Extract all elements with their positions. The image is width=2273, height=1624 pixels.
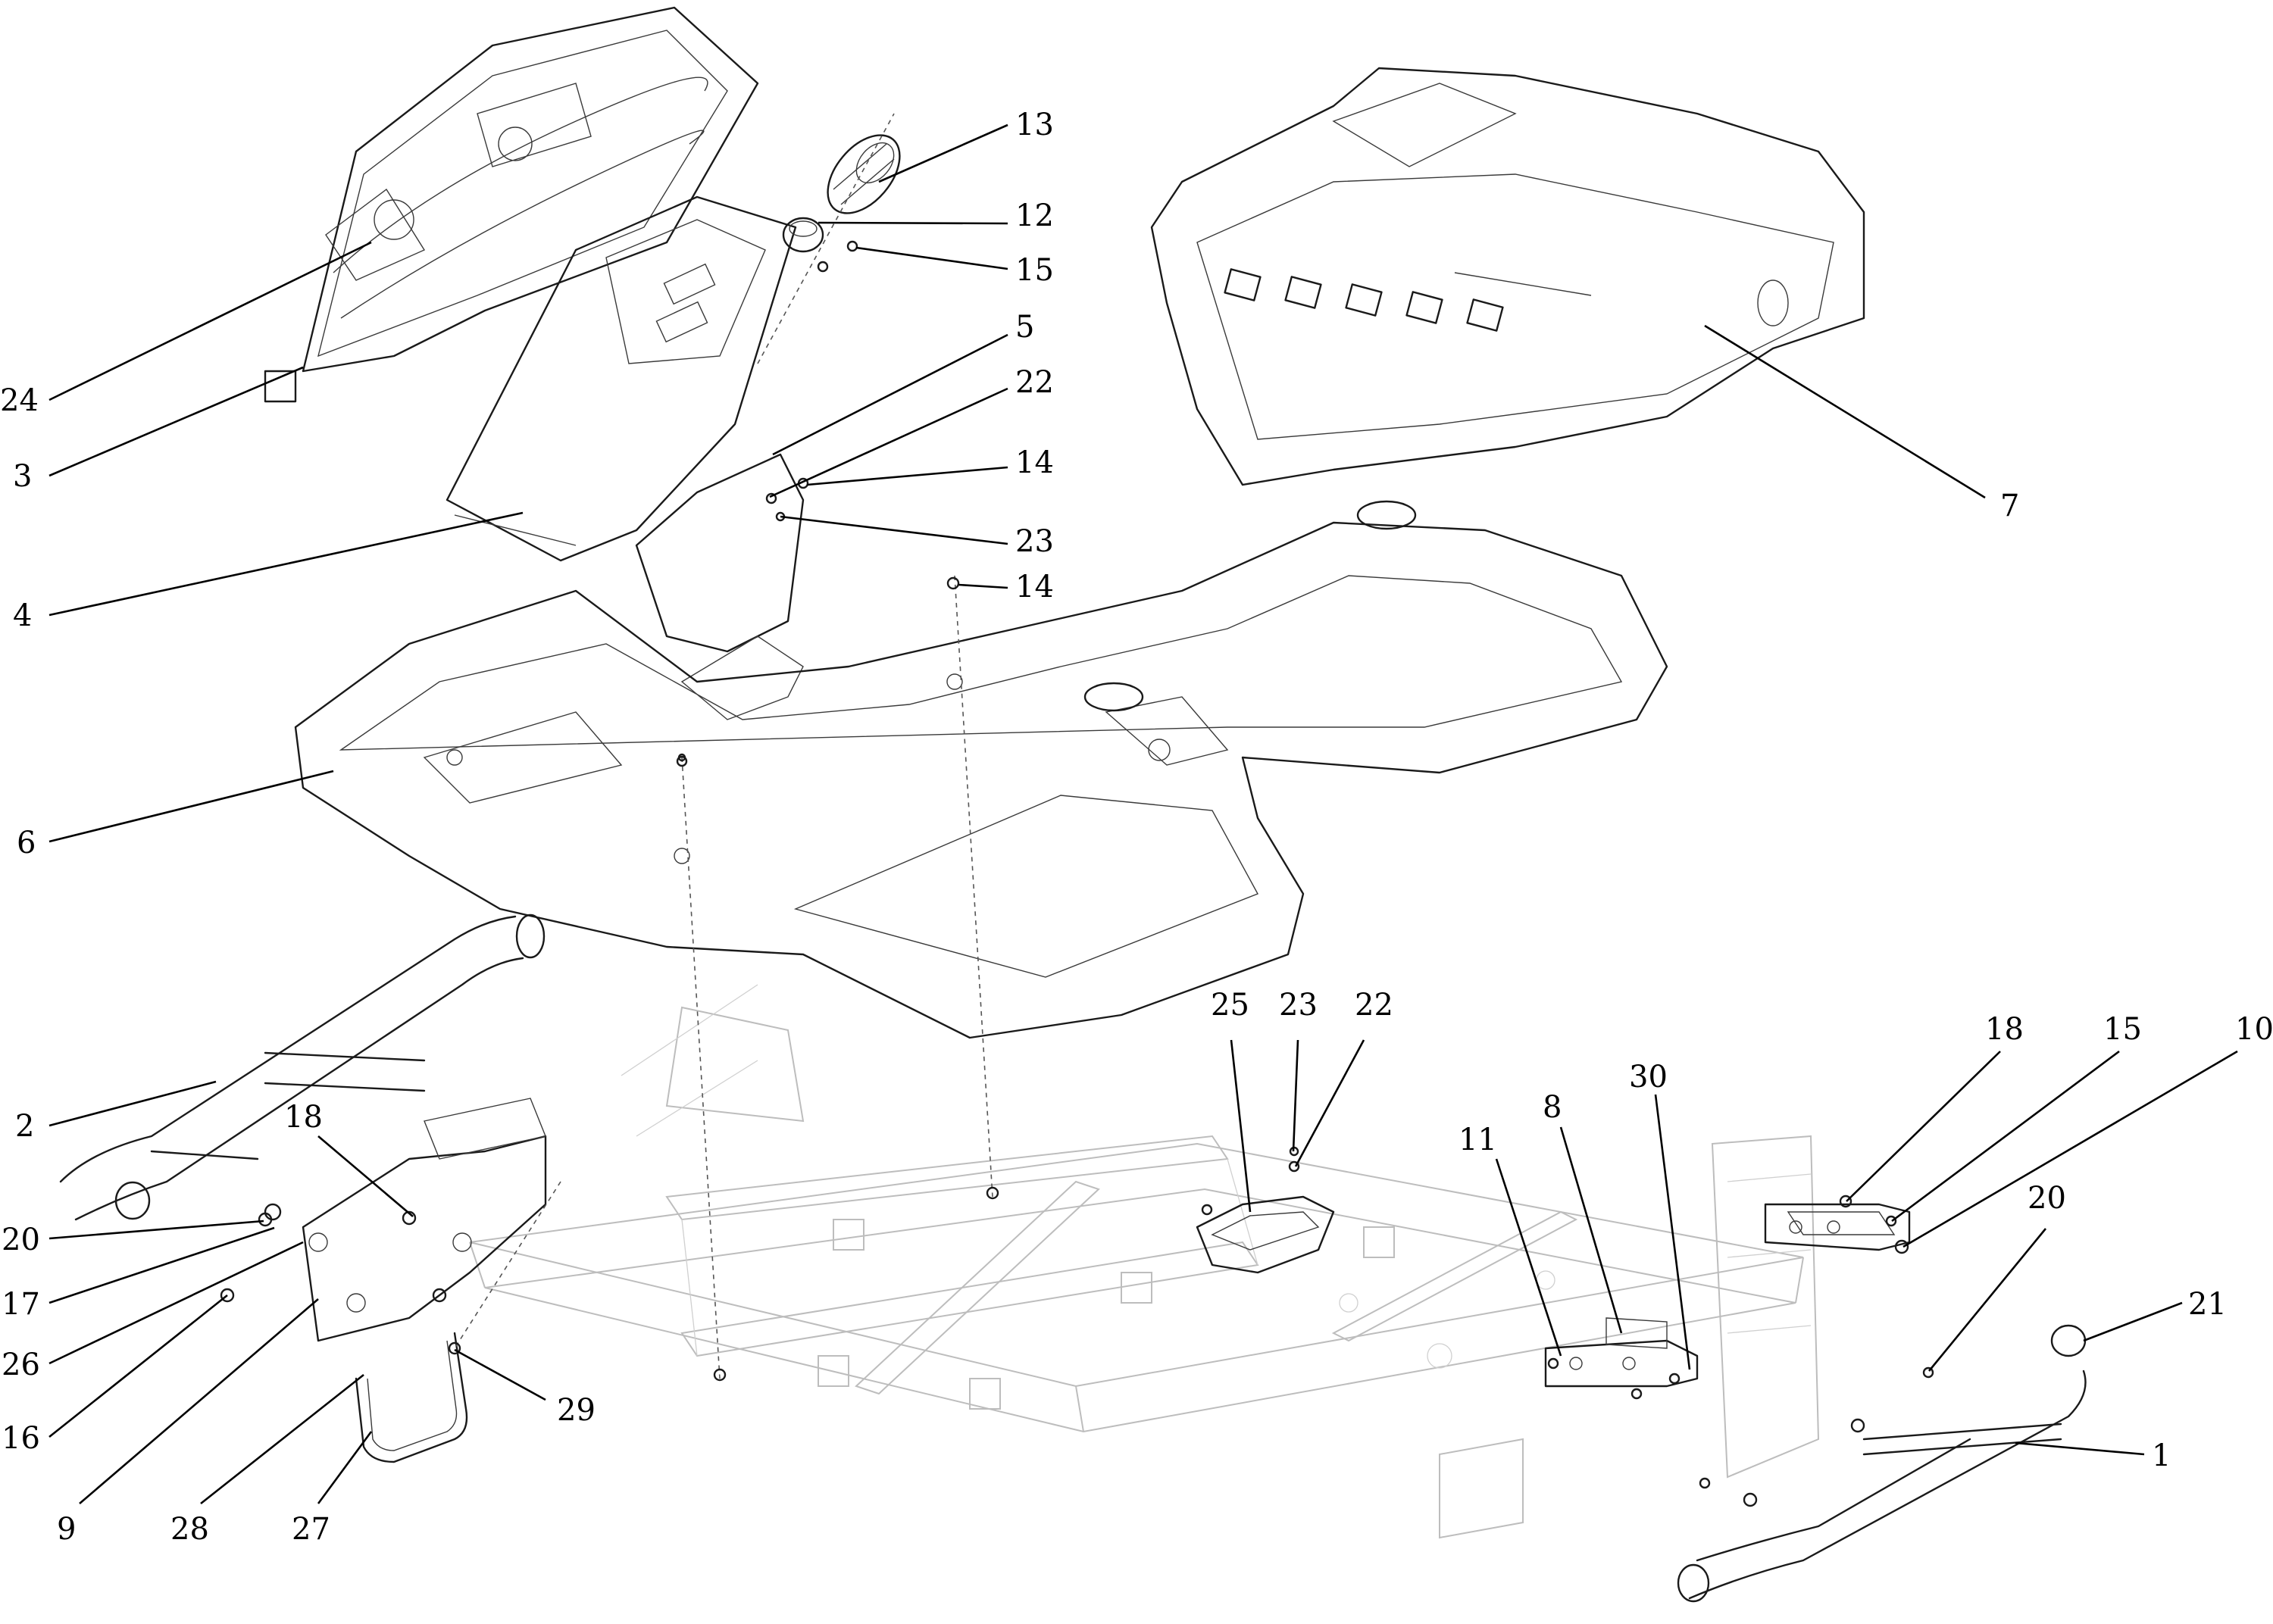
callout-24: 24 xyxy=(0,383,39,418)
fastener-axis-lines xyxy=(454,575,993,1379)
callout-21: 21 xyxy=(2188,1287,2227,1322)
rear-bracket-part-10 xyxy=(1764,1203,1911,1251)
rear-bracket-part-8 xyxy=(1544,1317,1699,1388)
callout-10: 10 xyxy=(2235,1012,2273,1047)
callout-5: 5 xyxy=(1015,310,1034,345)
callout-2: 2 xyxy=(15,1109,34,1144)
seat-part-7 xyxy=(1150,67,1865,486)
callout-6: 6 xyxy=(17,826,36,860)
callout-28: 28 xyxy=(170,1512,209,1547)
bushing-part-12 xyxy=(782,217,824,253)
callout-14-lower: 14 xyxy=(1015,570,1054,604)
callout-23: 23 xyxy=(1015,524,1054,559)
callout-3: 3 xyxy=(13,459,32,494)
callout-29: 29 xyxy=(557,1393,596,1428)
callout-13: 13 xyxy=(1015,108,1054,142)
callout-8: 8 xyxy=(1543,1090,1562,1125)
steering-column-part-5 xyxy=(635,453,805,720)
callout-15: 15 xyxy=(1015,253,1054,288)
fasteners xyxy=(220,240,1934,1507)
console-part-4 xyxy=(446,195,797,562)
leader-lines xyxy=(48,123,2238,1505)
callout-30: 30 xyxy=(1629,1060,1668,1095)
step-part-27 xyxy=(355,1332,468,1463)
callout-16: 16 xyxy=(2,1421,40,1456)
callout-labels: 24 3 4 6 13 12 15 5 22 14 23 14 7 2 18 2… xyxy=(0,108,2273,1547)
chassis-frame xyxy=(469,984,1820,1539)
callout-26: 26 xyxy=(2,1348,40,1382)
callout-20-right: 20 xyxy=(2028,1181,2066,1216)
axis-line-knob xyxy=(757,113,895,364)
callout-9: 9 xyxy=(57,1512,76,1547)
mount-bracket-part-9 xyxy=(302,1098,547,1342)
front-bumper-part-2 xyxy=(59,914,546,1221)
callout-27: 27 xyxy=(292,1512,330,1547)
fender-body-part-6 xyxy=(294,500,1668,1039)
cover-part-25 xyxy=(1196,1195,1335,1274)
callout-25: 25 xyxy=(1211,988,1249,1023)
callout-1: 1 xyxy=(2152,1438,2171,1473)
callout-4: 4 xyxy=(13,598,32,633)
callout-23-lower: 23 xyxy=(1279,988,1318,1023)
callout-20-left: 20 xyxy=(2,1223,40,1257)
steering-knob-part-13 xyxy=(827,134,901,214)
callout-22-lower: 22 xyxy=(1355,988,1393,1023)
callout-7: 7 xyxy=(2000,489,2019,523)
callout-12: 12 xyxy=(1015,198,1054,233)
callout-14: 14 xyxy=(1015,445,1054,480)
callout-22: 22 xyxy=(1015,365,1054,400)
callout-11: 11 xyxy=(1459,1123,1497,1157)
hood-part-24 xyxy=(264,6,759,403)
callout-15-right: 15 xyxy=(2103,1012,2142,1047)
callout-17: 17 xyxy=(2,1287,40,1322)
rear-bumper-part-1 xyxy=(1677,1324,2087,1603)
callout-18-left: 18 xyxy=(284,1100,323,1135)
callout-18-right: 18 xyxy=(1985,1012,2024,1047)
